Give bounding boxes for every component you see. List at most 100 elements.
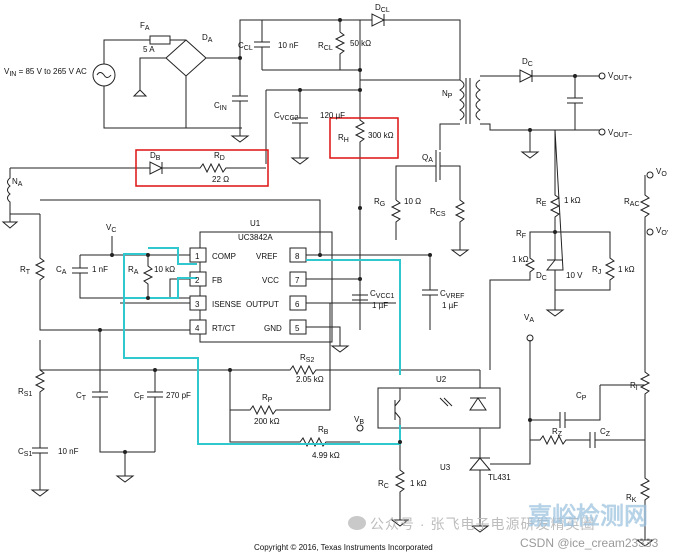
svg-text:10 V: 10 V xyxy=(566,271,583,280)
cap-cin xyxy=(232,95,248,102)
svg-text:RCL: RCL xyxy=(318,41,333,52)
svg-text:RH: RH xyxy=(338,133,349,144)
res-rg xyxy=(390,199,402,240)
svg-text:FA: FA xyxy=(140,21,150,32)
svg-text:RE: RE xyxy=(536,197,547,208)
pin-3-num: 3 xyxy=(195,300,200,309)
svg-text:1 µF: 1 µF xyxy=(372,301,388,310)
svg-text:1 µF: 1 µF xyxy=(442,301,458,310)
res-rc xyxy=(390,442,410,527)
ic-uc3842a xyxy=(199,231,333,343)
res-rcl xyxy=(334,31,346,70)
svg-text:2.05 kΩ: 2.05 kΩ xyxy=(296,375,324,384)
svg-text:10 kΩ: 10 kΩ xyxy=(154,265,175,274)
ic-part-label: UC3842A xyxy=(238,233,273,242)
svg-text:270 pF: 270 pF xyxy=(166,391,191,400)
svg-text:1 kΩ: 1 kΩ xyxy=(512,255,529,264)
svg-text:RJ: RJ xyxy=(592,265,601,276)
brand-watermark: 嘉峪检测网 xyxy=(528,503,648,530)
wechat-watermark: 公众号 · 张飞电子电源研发精英圈 xyxy=(370,516,596,532)
svg-text:CCL: CCL xyxy=(238,41,253,52)
svg-text:RD: RD xyxy=(214,151,225,162)
res-ra xyxy=(142,255,154,298)
diode-db xyxy=(149,161,164,175)
svg-text:RA: RA xyxy=(128,265,139,276)
junction-dots xyxy=(98,18,577,454)
svg-text:U3: U3 xyxy=(440,463,451,472)
svg-text:CZ: CZ xyxy=(600,427,611,438)
svg-text:1 nF: 1 nF xyxy=(92,265,108,274)
svg-text:RK: RK xyxy=(626,493,637,504)
svg-text:QA: QA xyxy=(422,153,433,164)
pin-1-num: 1 xyxy=(195,252,200,261)
svg-text:VC: VC xyxy=(106,223,116,234)
svg-text:DC: DC xyxy=(536,271,547,282)
svg-text:1 kΩ: 1 kΩ xyxy=(410,479,427,488)
res-rh xyxy=(354,80,366,208)
fuse-fa xyxy=(149,35,171,45)
copyright-text: Copyright © 2016, Texas Instruments Inco… xyxy=(254,543,433,552)
pin-5-name: GND xyxy=(264,324,282,333)
component-labels: FA 5 A DA VIN = 85 V to 265 V AC CIN CCL… xyxy=(4,3,668,504)
svg-text:CF: CF xyxy=(134,391,144,402)
svg-text:DB: DB xyxy=(150,151,161,162)
feedback-loop-highlight xyxy=(123,247,401,445)
svg-text:VIN = 85 V to 265 V AC: VIN = 85 V to 265 V AC xyxy=(4,67,87,78)
svg-text:CP: CP xyxy=(576,391,587,402)
svg-text:1 kΩ: 1 kΩ xyxy=(564,196,581,205)
ic-ref-label: U1 xyxy=(250,219,261,228)
optocoupler-u2 xyxy=(377,387,501,429)
svg-text:10 nF: 10 nF xyxy=(58,447,79,456)
wechat-logo-icon xyxy=(348,516,366,530)
svg-text:VOUT−: VOUT− xyxy=(608,128,632,139)
svg-text:VB: VB xyxy=(354,415,364,426)
pin-4-num: 4 xyxy=(195,324,200,333)
svg-text:RS1: RS1 xyxy=(18,387,32,398)
svg-text:DCL: DCL xyxy=(375,3,390,14)
svg-text:RCS: RCS xyxy=(430,207,446,218)
svg-text:TL431: TL431 xyxy=(488,473,511,482)
svg-text:RS2: RS2 xyxy=(300,353,314,364)
svg-text:VOUT+: VOUT+ xyxy=(608,71,632,82)
svg-text:CVCC2: CVCC2 xyxy=(274,111,299,122)
highlight-db-rd xyxy=(135,149,269,187)
svg-text:NA: NA xyxy=(12,177,23,188)
svg-text:RC: RC xyxy=(378,479,389,490)
svg-text:RT: RT xyxy=(20,265,31,276)
csdn-watermark: CSDN @ice_cream23333 xyxy=(520,536,659,550)
svg-text:200 kΩ: 200 kΩ xyxy=(254,417,280,426)
svg-text:RI: RI xyxy=(630,381,638,392)
svg-text:CVREF: CVREF xyxy=(440,289,464,300)
res-rs1 xyxy=(30,340,50,497)
svg-text:NP: NP xyxy=(442,89,453,100)
svg-text:RF: RF xyxy=(516,229,526,240)
svg-text:CVCC1: CVCC1 xyxy=(370,289,395,300)
svg-text:5 A: 5 A xyxy=(143,45,155,54)
svg-text:CT: CT xyxy=(76,391,87,402)
res-rt xyxy=(34,214,190,331)
pin-4-name: RT/CT xyxy=(212,324,236,333)
svg-text:RP: RP xyxy=(262,393,273,404)
pin-3-name: ISENSE xyxy=(212,300,241,309)
pin-2-num: 2 xyxy=(195,276,200,285)
pin-8-num: 8 xyxy=(295,252,300,261)
svg-text:RAC: RAC xyxy=(624,197,640,208)
pin-6-name: OUTPUT xyxy=(246,300,279,309)
res-rcs xyxy=(450,182,470,257)
svg-text:CIN: CIN xyxy=(214,101,227,112)
pin-6-num: 6 xyxy=(295,300,300,309)
pin-7-name: VCC xyxy=(262,276,279,285)
pin-5-num: 5 xyxy=(295,324,300,333)
svg-text:1 kΩ: 1 kΩ xyxy=(618,265,635,274)
res-re xyxy=(545,129,564,271)
pin-2-name: FB xyxy=(212,276,222,285)
svg-text:CA: CA xyxy=(56,265,67,276)
svg-text:22 Ω: 22 Ω xyxy=(212,175,229,184)
tl431-u3 xyxy=(468,457,492,533)
wires xyxy=(1,13,655,547)
svg-text:CS1: CS1 xyxy=(18,447,32,458)
svg-text:DA: DA xyxy=(202,33,213,44)
svg-text:300 kΩ: 300 kΩ xyxy=(368,131,394,140)
